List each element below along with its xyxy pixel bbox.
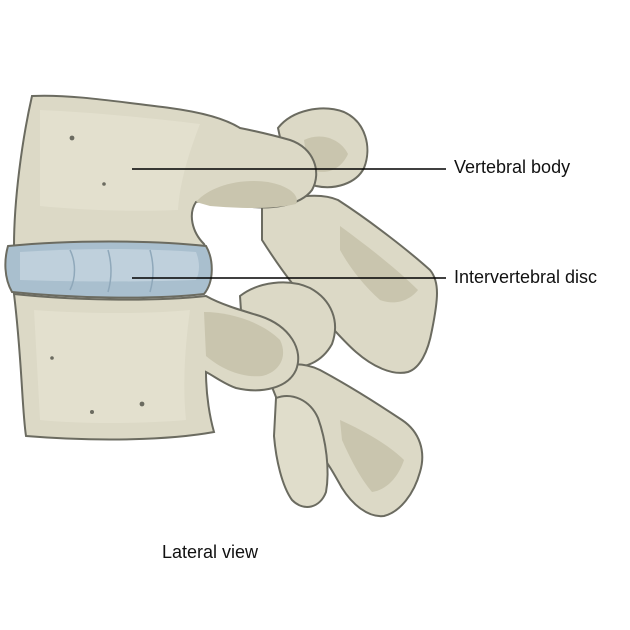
lower-foramen-dot-3	[50, 356, 54, 360]
lower-body-highlight	[34, 310, 190, 423]
intervertebral-disc	[4, 240, 213, 299]
disc-highlight	[20, 249, 199, 282]
lower-vertebral-body	[12, 292, 300, 441]
lower-pedicle-lobe	[272, 395, 329, 508]
upper-vertebral-body	[12, 94, 318, 250]
intervertebral-disc-label: Intervertebral disc	[454, 267, 598, 287]
disc-fiber-lines	[69, 249, 154, 293]
upper-process-shadow	[340, 226, 418, 303]
lower-foramen-dot	[139, 401, 145, 407]
lower-foramen-dot-2	[90, 410, 94, 414]
lower-body-pedicle-shadow	[204, 312, 284, 377]
upper-body-highlight	[40, 110, 200, 211]
vertebral-body-label: Vertebral body	[454, 157, 571, 177]
view-caption: Lateral view	[162, 542, 259, 562]
lower-process-shadow	[340, 420, 404, 492]
upper-body-pedicle-shadow	[196, 180, 297, 208]
upper-foramen-dot-2	[102, 182, 106, 186]
upper-foramen-dot	[69, 135, 75, 141]
